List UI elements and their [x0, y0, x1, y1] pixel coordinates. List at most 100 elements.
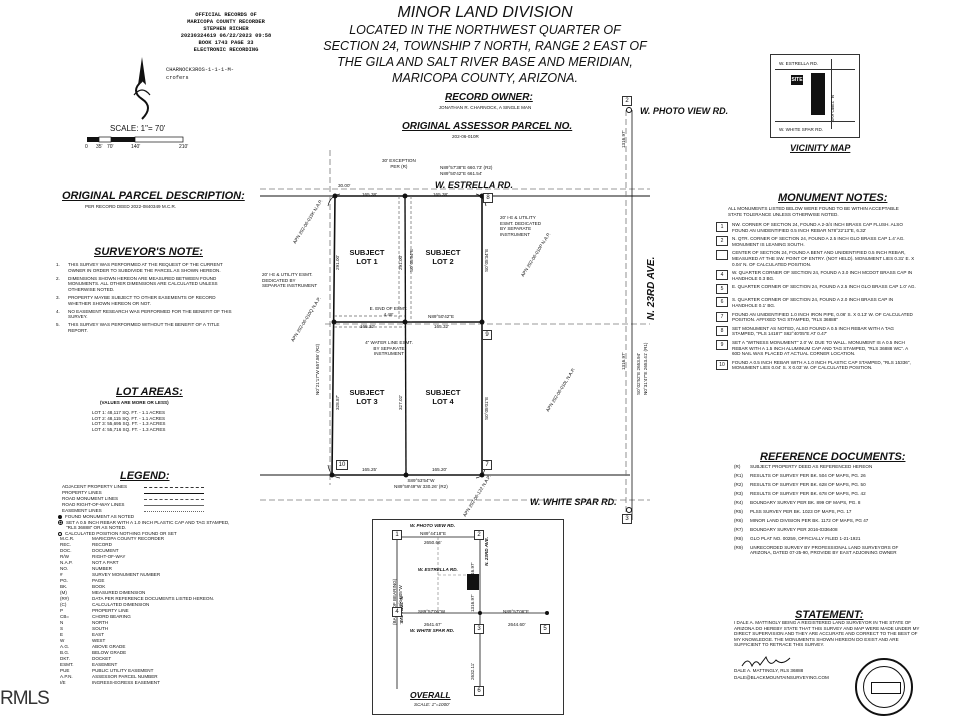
monument-symbol: 9 [716, 339, 728, 350]
scale-tick: 70' [107, 144, 114, 150]
recording-stamp: OFFICIAL RECORDS OF MARICOPA COUNTY RECO… [166, 12, 286, 54]
scale-tick: 210' [179, 144, 189, 150]
monument-number-box: 2 [622, 96, 632, 106]
lot-area-row: LOT 2: 48,115 SQ. FT. - 1.1 ACRES [92, 415, 166, 421]
legend-abbr-row: ESMT.EASEMENT [60, 662, 118, 668]
overall-monument-box: 4 [392, 607, 402, 617]
reference-item: (R9)UNRECORDED SURVEY BY PROFESSIONAL LA… [734, 544, 899, 556]
legend-abbr-row: M.C.R.MARICOPA COUNTY RECORDER [60, 536, 165, 542]
legend-abbr-row: (M)MEASURED DIMENSION [60, 590, 146, 596]
dim-bot: 165.25' [362, 467, 377, 472]
overall-label: 2650.66' [424, 540, 442, 545]
legend-abbr-row: N.A.P.NOT A PART [60, 560, 119, 566]
vicinity-ave-label: N. 23RD AVE. [830, 95, 835, 124]
assessor-heading: ORIGINAL ASSESSOR PARCEL NO. [402, 121, 573, 132]
overall-monument-box: 5 [540, 624, 550, 634]
reference-item: (R)SUBJECT PROPERTY DEED AS REFERENCED H… [734, 464, 873, 469]
scale-tick: 140' [131, 144, 141, 150]
scale-ticks: 0 35' 70' 140' 210' [85, 144, 210, 152]
overall-scale: SCALE: 1"=1000' [414, 702, 450, 707]
monument-symbol: 8 [716, 325, 728, 336]
stamp-line: BOOK 1743 PAGE 33 [198, 40, 254, 46]
legend-abbr-row: (C)CALCULATED DIMENSION [60, 602, 150, 608]
legend-line-row: ADJACENT PROPERTY LINES [62, 484, 232, 490]
surveyor-note-item: 4.NO EASEMENT RESEARCH WAS PERFORMED FOR… [56, 308, 232, 320]
lot-height: 327.02' [398, 395, 403, 410]
signature [741, 655, 791, 668]
legend-abbr-row: A.G.ABOVE GRADE [60, 644, 126, 650]
surveyor-note-item: 5.THIS SURVEY WAS PERFORMED WITHOUT THE … [56, 322, 220, 333]
north-arrow-icon [133, 57, 151, 120]
scale-tick: 0 [85, 144, 88, 150]
lot-area-row: LOT 3: 55,695 SQ. FT. - 1.3 ACRES [92, 421, 166, 427]
dim-seg: 165.38' [433, 192, 448, 197]
west-bearing: N0°21'17"W 657.86' (R2) [315, 343, 320, 395]
lot-areas-list: LOT 1: 48,117 SQ. FT. - 1.1 ACRES LOT 2:… [92, 410, 165, 432]
legend-abbr-row: A.P.N.ASSESSOR PARCEL NUMBER [60, 674, 158, 680]
lot-height: 291.00' [335, 255, 340, 270]
legend-symbol-row: SET A 0.5 INCH REBAR WITH A 1.0 INCH PLA… [58, 519, 234, 531]
legend-abbr-row: #SURVEY MONUMENT NUMBER [60, 572, 161, 578]
dim-mid: 165.32' [360, 324, 375, 329]
legend-line-row: ROAD RIGHT-OF-WAY LINES [62, 502, 232, 508]
lot-area-row: LOT 1: 48,117 SQ. FT. - 1.1 ACRES [92, 410, 166, 415]
monument-symbol: 4 [716, 270, 728, 281]
monument-symbol: 5 [716, 284, 728, 295]
dim-seg: 165.38' [362, 192, 377, 197]
surveyor-email: DALE@BLACKMOUNTAINSURVEYING.COM [734, 675, 829, 680]
lot-bearing: S0°05'34"E [484, 248, 489, 272]
reference-item: (R6)MINOR LAND DIVISION PER BK. 1172 OF … [734, 517, 869, 523]
legend-lines: ADJACENT PROPERTY LINES PROPERTY LINES R… [62, 484, 232, 514]
calculated-position-icon [58, 531, 62, 536]
overall-map [372, 519, 564, 715]
vicinity-road-line [775, 69, 855, 70]
dim-mid: 165.32' [434, 324, 449, 329]
site-marker: SITE [791, 75, 803, 85]
stamp-line: STEPHEN RICHER [203, 26, 249, 32]
vicinity-road-label: W. WHITE SPAR RD. [779, 127, 824, 132]
plat-drawing [260, 107, 650, 520]
overall-label: W. WHITE SPAR RD. [410, 628, 455, 633]
scale-label: SCALE: 1"= 70' [110, 124, 166, 133]
monument-number-box: 7 [482, 460, 492, 470]
legend-abbr-row: DKT.DOCKET [60, 656, 112, 662]
file-ref-line: CHARNOCK3ROS-1-1-1-M- [166, 67, 234, 73]
page-title: MINOR LAND DIVISION [397, 4, 573, 21]
set-monument-icon [58, 519, 63, 525]
legend-heading: LEGEND: [120, 470, 170, 482]
statement-text: I DALE A. MATTINGLY BEING A REGISTERED L… [734, 620, 920, 648]
monument-symbol: 2 [716, 236, 728, 247]
overall-label: N89°57'06"E [503, 609, 530, 614]
scale-tick: 35' [96, 144, 103, 150]
original-parcel-text: PER RECORD DEED 2022-0840349 M.C.R. [85, 204, 177, 209]
road-label-white-spar: W. WHITE SPAR RD. [530, 497, 617, 507]
title-line: MARICOPA COUNTY, ARIZONA. [392, 71, 578, 85]
legend-symbols: FOUND MONUMENT AS NOTED SET A 0.5 INCH R… [58, 514, 234, 536]
lot-bearing: S0°05'54"E [409, 248, 414, 272]
vicinity-heading: VICINITY MAP [790, 143, 851, 153]
overall-label: 2641.67' [424, 622, 442, 627]
legend-line-row: ROAD MONUMENT LINES [62, 496, 232, 502]
overall-label: N. 23RD AVE. [484, 536, 489, 566]
legend-abbr-row: B.G.BELOW GRADE [60, 650, 127, 656]
water-line-note: 4" WATER LINE ESMT. BY SEPARATE INSTRUME… [365, 340, 413, 357]
road-label-photo-view: W. PHOTO VIEW RD. [640, 106, 729, 116]
overall-heading: OVERALL [410, 690, 451, 700]
overall-label: 1316.97' [470, 594, 475, 612]
file-ref-line: crofers [166, 75, 189, 81]
surveyor-note-heading: SURVEYOR'S NOTE: [94, 246, 203, 258]
reference-item: (R5)PLSS SURVEY PER BK. 1023 OF MAPS, PG… [734, 508, 852, 514]
assessor-value: 202-06-010R [452, 134, 479, 139]
